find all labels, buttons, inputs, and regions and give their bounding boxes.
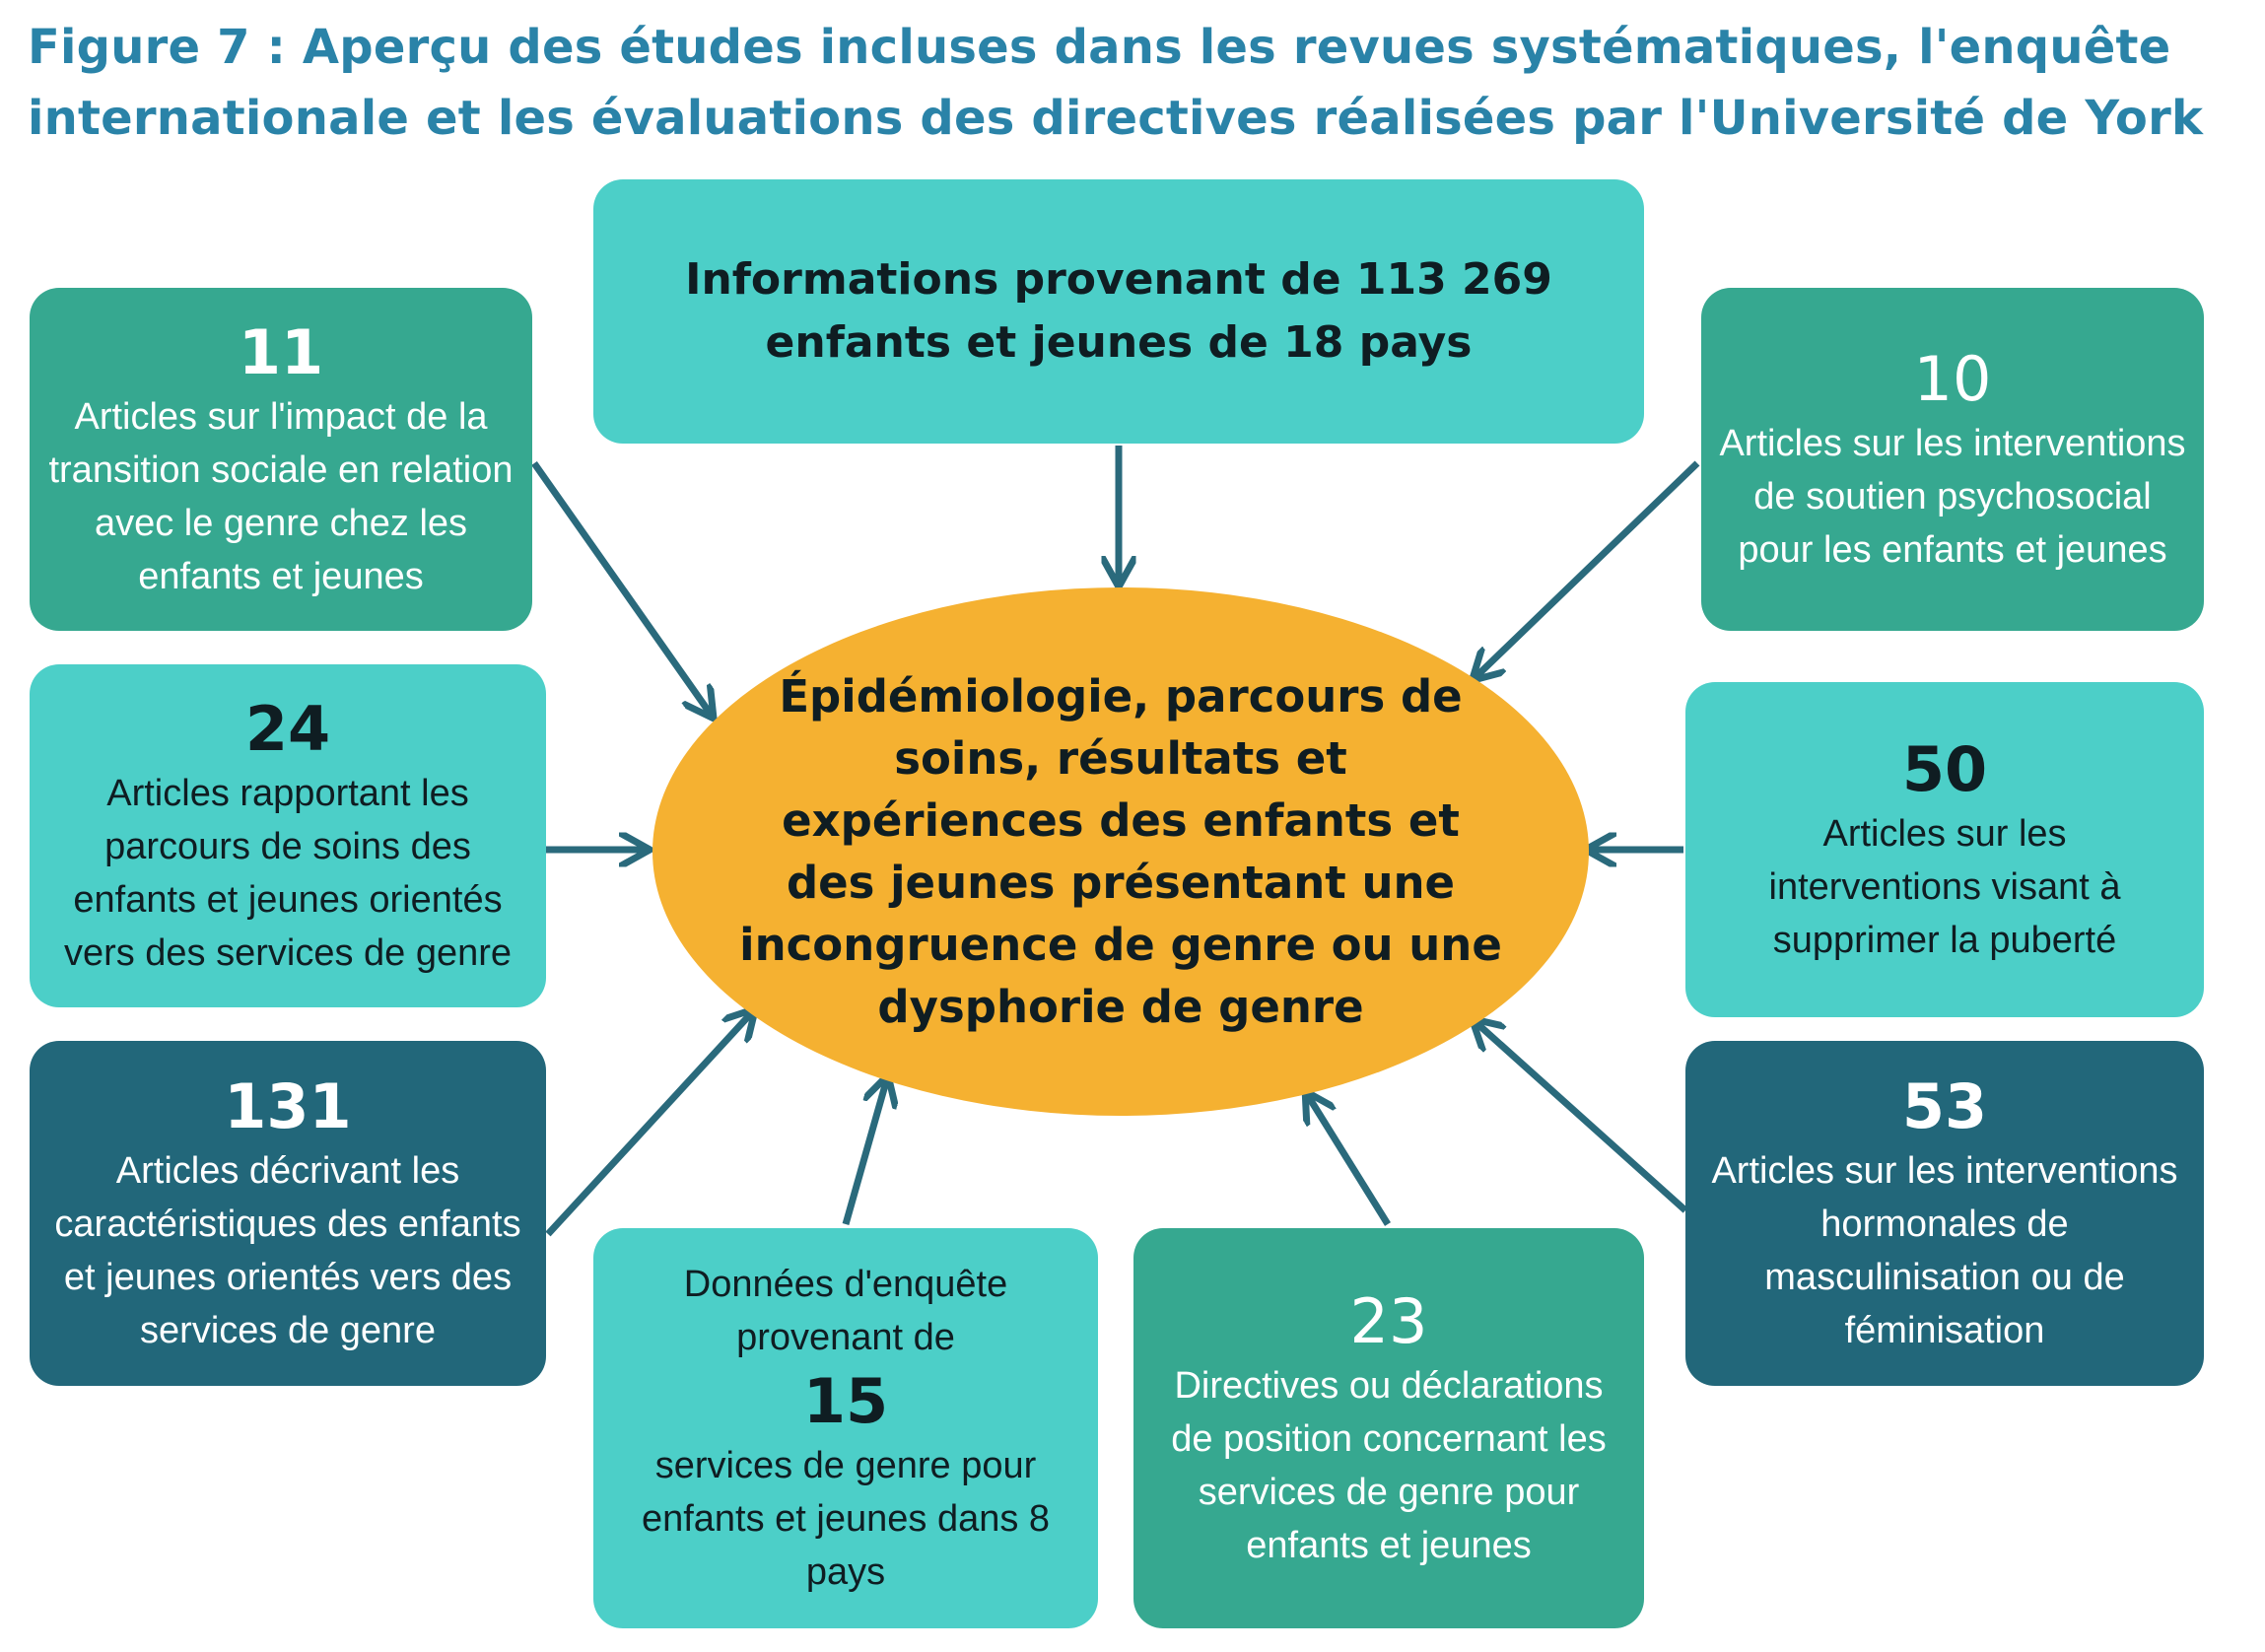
- box-puberty: 50 Articles sur les interventions visant…: [1685, 682, 2204, 1017]
- arrow-characteristics: [545, 1011, 753, 1237]
- number-psychosocial: 10: [1913, 343, 1992, 415]
- box-hormonal: 53 Articles sur les interventions hormon…: [1685, 1041, 2204, 1386]
- number-puberty: 50: [1901, 733, 1988, 805]
- box-characteristics: 131 Articles décrivant les caractéristiq…: [30, 1041, 546, 1386]
- center-ellipse: Épidémiologie, parcours de soins, résult…: [652, 587, 1589, 1116]
- text-psychosocial: Articles sur les interventions de soutie…: [1719, 423, 2186, 571]
- box-survey: Données d'enquête provenant de 15 servic…: [593, 1228, 1098, 1628]
- arrow-survey: [842, 1078, 887, 1225]
- text-puberty: Articles sur les interventions visant à …: [1768, 813, 2121, 961]
- arrow-psychosocial: [1475, 460, 1700, 678]
- arrow-hormonal: [1475, 1021, 1688, 1213]
- number-care-pathways: 24: [244, 693, 331, 765]
- text-characteristics: Articles décrivant les caractéristiques …: [54, 1150, 521, 1351]
- text-hormonal: Articles sur les interventions hormonale…: [1711, 1150, 2178, 1351]
- text-guidelines: Directives ou déclarations de position c…: [1171, 1365, 1607, 1566]
- box-guidelines: 23 Directives ou déclarations de positio…: [1133, 1228, 1644, 1628]
- arrow-social-transition: [531, 460, 712, 716]
- text-survey-after: services de genre pour enfants et jeunes…: [641, 1445, 1051, 1593]
- box-social-transition: 11 Articles sur l'impact de la transitio…: [30, 288, 532, 631]
- top-info-box: Informations provenant de 113 269 enfant…: [593, 179, 1644, 444]
- number-survey: 15: [802, 1365, 889, 1437]
- text-care-pathways: Articles rapportant les parcours de soin…: [63, 773, 513, 974]
- text-social-transition: Articles sur l'impact de la transition s…: [48, 396, 514, 597]
- box-psychosocial: 10 Articles sur les interventions de sou…: [1701, 288, 2204, 631]
- text-survey-before: Données d'enquête provenant de: [683, 1264, 1008, 1358]
- center-text: Épidémiologie, parcours de soins, résult…: [739, 670, 1502, 1033]
- number-characteristics: 131: [224, 1070, 352, 1142]
- number-hormonal: 53: [1901, 1070, 1988, 1142]
- number-guidelines: 23: [1349, 1285, 1428, 1357]
- arrow-guidelines: [1307, 1094, 1391, 1226]
- box-care-pathways: 24 Articles rapportant les parcours de s…: [30, 664, 546, 1007]
- top-info-text: Informations provenant de 113 269 enfant…: [685, 254, 1552, 368]
- number-social-transition: 11: [238, 316, 324, 388]
- figure-title: Figure 7 : Aperçu des études incluses da…: [28, 20, 2204, 146]
